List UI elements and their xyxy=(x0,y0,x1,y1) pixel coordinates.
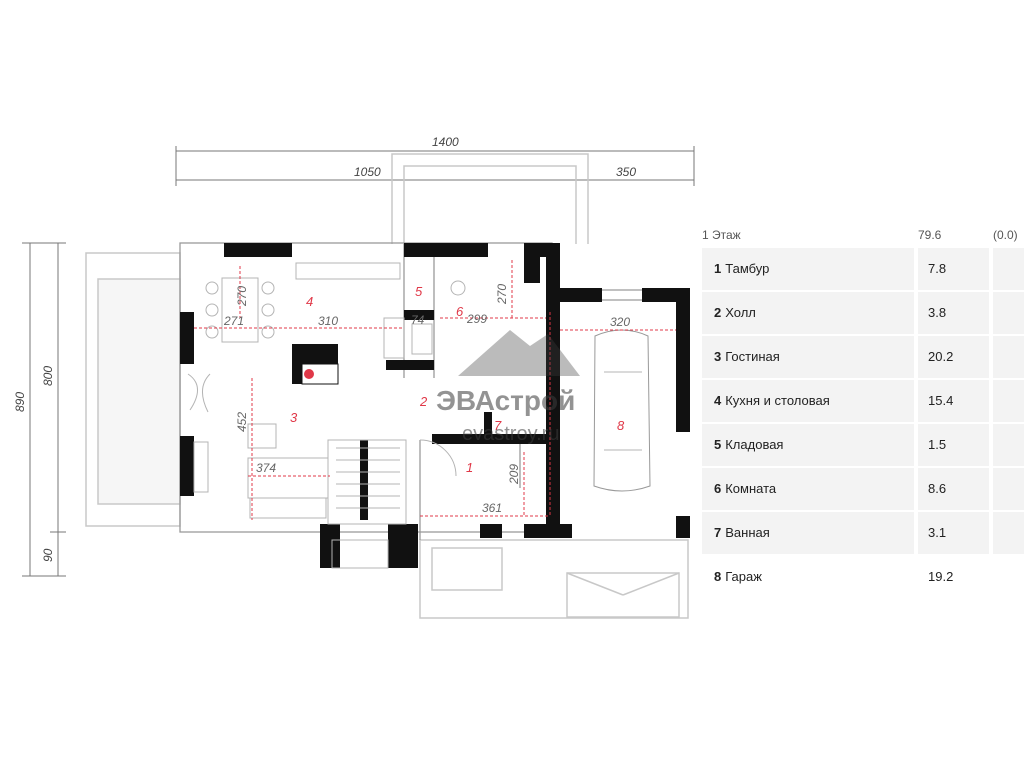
hob-marker-icon xyxy=(304,369,314,379)
floor-area: 79.6 xyxy=(918,228,942,242)
dim-vestibule-width: 361 xyxy=(482,501,502,515)
floor-label: 1 Этаж xyxy=(702,228,741,242)
room-name: Ванная xyxy=(725,525,770,540)
legend-header: 1 Этаж 79.6 (0.0) xyxy=(702,222,1024,248)
thick-walls xyxy=(180,243,690,568)
dim-kitchen-width: 310 xyxy=(318,314,338,328)
room-name: Тамбур xyxy=(725,261,770,276)
kitchen-island xyxy=(301,363,339,385)
room-name: Кладовая xyxy=(725,437,784,452)
room-area: 15.4 xyxy=(918,380,989,422)
floor-extra: (0.0) xyxy=(993,228,1018,242)
room-num: 2 xyxy=(714,305,722,320)
furniture xyxy=(187,262,651,569)
room-num: 4 xyxy=(714,393,722,408)
room-number-3: 3 xyxy=(290,410,298,425)
room-name: Холл xyxy=(725,305,756,320)
room-num: 7 xyxy=(714,525,722,540)
outside-areas xyxy=(85,153,689,619)
watermark-site: evastroy.ru xyxy=(462,423,559,445)
room-number-8: 8 xyxy=(617,418,625,433)
room-name: Гараж xyxy=(725,569,762,584)
dim-garage-width: 320 xyxy=(610,315,630,329)
dim-living-width: 374 xyxy=(256,461,276,475)
room-num: 1 xyxy=(714,261,722,276)
room-name: Комната xyxy=(725,481,777,496)
room-area: 7.8 xyxy=(918,248,989,290)
dim-right-part: 350 xyxy=(616,165,636,179)
dim-dining-depth: 270 xyxy=(235,286,249,307)
dim-total-width: 1400 xyxy=(432,135,459,149)
watermark-logo: ЭВАстрой evastroy.ru xyxy=(436,330,580,445)
room-num: 8 xyxy=(714,569,722,584)
room-area: 19.2 xyxy=(918,556,989,598)
left-dimensions xyxy=(22,242,66,577)
dim-total-depth: 890 xyxy=(13,392,27,412)
room-number-5: 5 xyxy=(415,284,423,299)
thin-walls xyxy=(179,242,690,540)
dim-living-depth: 452 xyxy=(235,412,249,432)
dim-vestibule-depth: 209 xyxy=(507,464,521,485)
room-area: 1.5 xyxy=(918,424,989,466)
house-logo-icon xyxy=(458,330,580,376)
room-area: 3.1 xyxy=(918,512,989,554)
dim-main-depth: 800 xyxy=(41,366,55,386)
room-num: 3 xyxy=(714,349,722,364)
room-number-7: 7 xyxy=(494,418,502,433)
room-name: Гостиная xyxy=(725,349,780,364)
dim-room-width: 299 xyxy=(466,312,487,326)
dim-room-depth: 270 xyxy=(495,284,509,305)
watermark-brand: ЭВАстрой xyxy=(436,385,575,416)
room-number-2: 2 xyxy=(419,394,428,409)
dim-pantry-width: 74 xyxy=(411,313,425,327)
dim-dining-width: 271 xyxy=(223,314,244,328)
room-area: 3.8 xyxy=(918,292,989,334)
dim-porch-depth: 90 xyxy=(41,548,55,562)
room-num: 6 xyxy=(714,481,722,496)
dim-left-part: 1050 xyxy=(354,165,381,179)
room-number-4: 4 xyxy=(306,294,313,309)
room-name: Кухня и столовая xyxy=(725,393,830,408)
inner-dimension-lines xyxy=(194,260,676,520)
room-area: 8.6 xyxy=(918,468,989,510)
room-area: 20.2 xyxy=(918,336,989,378)
room-number-1: 1 xyxy=(466,460,473,475)
room-num: 5 xyxy=(714,437,722,452)
room-number-6: 6 xyxy=(456,304,464,319)
